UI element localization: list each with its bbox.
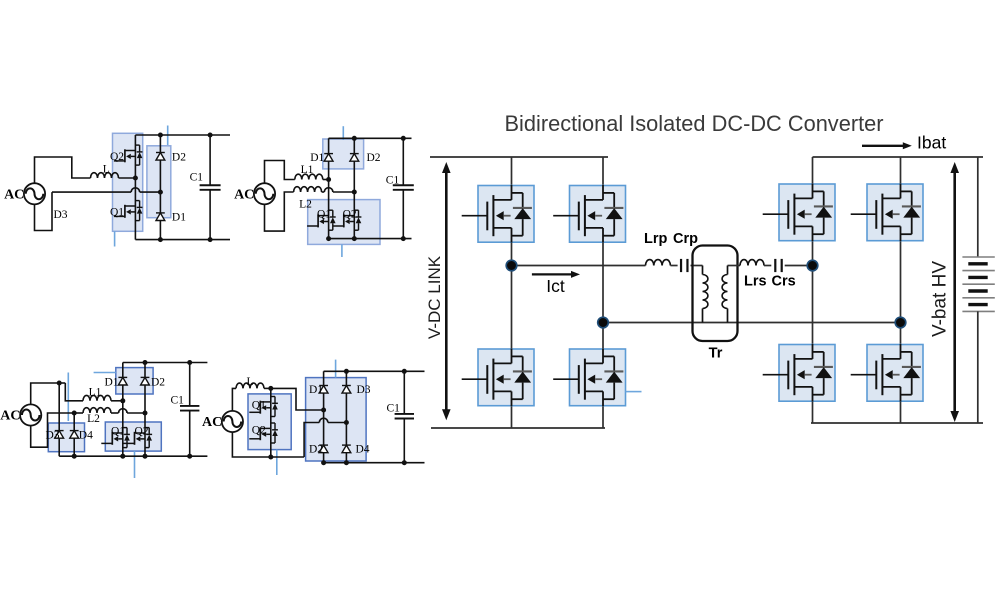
svg-text:Lrp: Lrp xyxy=(644,231,668,247)
svg-text:D1: D1 xyxy=(105,376,119,388)
svg-text:D2: D2 xyxy=(367,152,381,164)
svg-text:AC: AC xyxy=(0,409,20,424)
svg-text:C1: C1 xyxy=(387,403,401,415)
svg-text:Q2: Q2 xyxy=(110,151,124,163)
svg-text:Crp: Crp xyxy=(673,231,698,247)
svg-text:D1: D1 xyxy=(172,212,186,224)
svg-text:Ibat: Ibat xyxy=(917,133,946,153)
svg-text:Ict: Ict xyxy=(546,276,565,296)
svg-text:Lrs: Lrs xyxy=(744,274,767,290)
svg-text:Q2: Q2 xyxy=(252,425,266,437)
svg-text:D2: D2 xyxy=(172,151,186,163)
svg-text:Q2: Q2 xyxy=(343,209,357,221)
svg-text:Q1: Q1 xyxy=(252,400,266,412)
svg-text:D3: D3 xyxy=(46,429,60,441)
svg-text:L2: L2 xyxy=(87,413,100,425)
svg-text:Q2: Q2 xyxy=(135,426,149,438)
svg-text:L: L xyxy=(103,164,110,176)
svg-text:L1: L1 xyxy=(89,387,102,399)
svg-text:Q1: Q1 xyxy=(111,426,125,438)
svg-text:C1: C1 xyxy=(386,175,400,187)
svg-text:D3: D3 xyxy=(357,384,371,396)
svg-text:Tr: Tr xyxy=(709,346,723,362)
svg-text:V-bat HV: V-bat HV xyxy=(929,261,950,337)
svg-text:Bidirectional Isolated DC-DC C: Bidirectional Isolated DC-DC Converter xyxy=(505,111,884,136)
svg-text:C1: C1 xyxy=(190,172,204,184)
svg-text:L1: L1 xyxy=(301,164,314,176)
svg-text:AC: AC xyxy=(4,187,24,202)
svg-text:D1: D1 xyxy=(309,384,323,396)
svg-text:D3: D3 xyxy=(54,209,68,221)
svg-text:C1: C1 xyxy=(171,395,185,407)
svg-text:D1: D1 xyxy=(310,152,324,164)
svg-text:L2: L2 xyxy=(299,199,312,211)
svg-text:AC: AC xyxy=(202,415,222,430)
svg-text:V-DC LINK: V-DC LINK xyxy=(425,255,444,339)
svg-text:Q1: Q1 xyxy=(317,209,331,221)
svg-text:D2: D2 xyxy=(151,376,165,388)
svg-text:Crs: Crs xyxy=(772,274,796,290)
svg-text:D2: D2 xyxy=(309,444,323,456)
svg-text:D4: D4 xyxy=(356,444,370,456)
svg-text:L: L xyxy=(246,376,253,388)
svg-text:AC: AC xyxy=(234,187,254,202)
svg-text:D4: D4 xyxy=(79,429,93,441)
svg-text:Q1: Q1 xyxy=(110,207,124,219)
